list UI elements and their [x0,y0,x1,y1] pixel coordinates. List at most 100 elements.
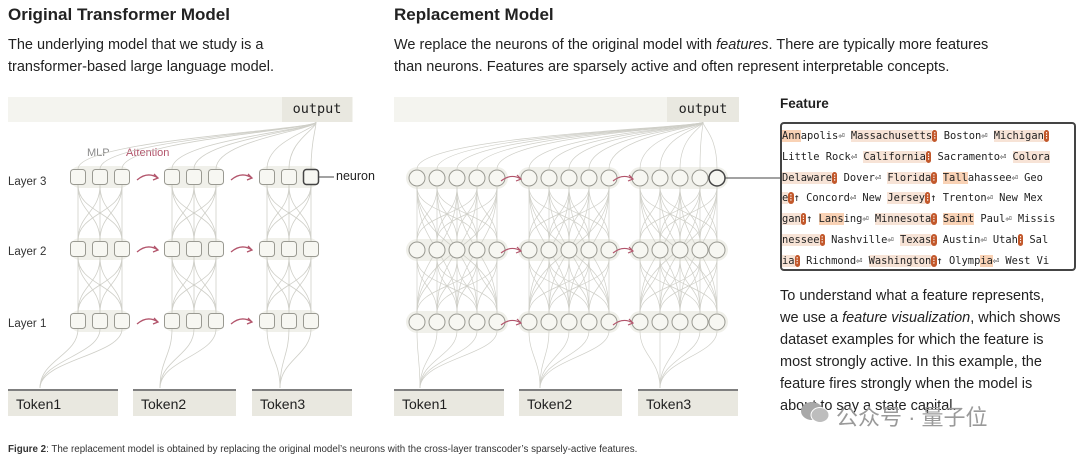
feature-node [671,313,689,331]
connection-line [548,186,610,242]
attention-arrowhead [515,246,523,254]
neuron [114,313,130,329]
neuron [259,169,275,185]
attention-arrowhead [246,245,254,253]
neuron-label: neuron [336,169,375,183]
connection-line [588,186,610,242]
activation-marker: ⁝ [800,213,807,226]
token-text: Massachusetts [850,130,933,142]
feature-example-row: ia⁝ Richmond⏎ Washington⁝↑ Olympia⏎ West… [782,251,1074,269]
connection-line [539,330,590,389]
feature-node [600,241,618,259]
connection-line [528,186,590,242]
neuron [92,169,108,185]
connection-line [266,256,312,314]
token-text: Ann [782,130,801,142]
token-text: Little Rock⏎ [782,150,864,163]
neuron [164,241,180,257]
neuron [164,169,180,185]
activation-marker: ⁝ [931,213,937,226]
feature-visualization-panel: Annapolis⏎ Massachusetts⁝ Boston⏎ Michig… [780,122,1076,271]
feature-node [428,169,446,187]
activation-marker: ⁝ [932,130,938,142]
right-network-diagram [406,121,781,389]
token-text: Boston⏎ [937,130,994,142]
token-text: Richmond⏎ [799,254,869,267]
left-layer3-label: Layer 3 [8,176,47,188]
left-network-lines [39,121,334,389]
connection-line [288,121,317,170]
feature-example-row: nessee⁝ Nashville⏎ Texas⁝ Austin⏎ Utah⁝ … [782,230,1074,251]
connection-line [99,184,123,242]
feature-node [691,241,709,259]
token-text: e [782,192,789,205]
token-text: Paul⏎ Missis [974,213,1056,226]
right-token3: Token3 [638,389,738,416]
activation-marker: ⁝ [1017,233,1024,246]
token-text: Austin⏎ Utah [936,233,1018,246]
feature-node [408,169,426,187]
token-text: gan [782,213,801,226]
feature-node [580,313,598,331]
token-text: ↑ Trenton⏎ New Mex [930,192,1043,205]
connection-line [659,330,701,389]
activation-marker: ⁝ [819,233,825,246]
connection-line [159,328,195,389]
connection-line [39,328,123,389]
feature-node [448,169,466,187]
right-desc-post: . There are typically more features [768,37,989,53]
connection-line [659,330,681,389]
connection-line [476,258,498,314]
activation-marker: ⁝ [924,192,931,205]
connection-line [159,328,173,389]
connection-line [171,256,195,314]
feature-node [580,169,598,187]
token-text: nessee [782,233,820,246]
token-text: ↑ Olymp [936,254,981,267]
feature-node [428,241,446,259]
neuron [281,313,297,329]
feature-node [540,313,558,331]
feature-example-row: Annapolis⏎ Massachusetts⁝ Boston⏎ Michig… [782,126,1074,147]
feature-node [651,241,669,259]
right-network-lines [406,121,781,389]
token-text: Florida [887,171,932,184]
feature-example-row: Delaware⁝ Dover⏎ Florida⁝ Tallahassee⏎ G… [782,168,1074,189]
feature-node [488,313,506,331]
left-output-box: output [282,97,352,122]
left-desc-line1: The underlying model that we study is a [8,37,264,53]
left-description: The underlying model that we study is a … [8,34,274,78]
feature-visualization-emphasis: feature visualization [842,310,971,326]
connection-line [659,186,718,242]
token-text: Tall [942,171,968,184]
connection-line [528,258,550,314]
feature-node [488,241,506,259]
token-text: Dover⏎ [837,171,888,184]
connection-line [548,258,610,314]
attention-arrowhead [627,318,635,326]
feature-node [600,169,618,187]
feature-node [651,169,669,187]
activation-marker: ⁝ [925,150,932,163]
connection-line [416,186,478,242]
attention-arrowhead [246,317,254,325]
attention-arrowhead [515,318,523,326]
connection-line [159,328,217,389]
attention-arrowhead [152,173,160,181]
feature-node [428,313,446,331]
neuron [186,169,202,185]
expl-line2-pre: we use a [780,310,843,326]
connection-line [77,184,123,242]
feature-node [560,313,578,331]
connection-line [436,186,498,242]
neuron [259,313,275,329]
feature-node [708,313,726,331]
connection-line [659,121,704,170]
connection-line [528,121,704,170]
left-token3: Token3 [252,389,352,416]
connection-line [39,328,101,389]
attention-arrowhead [627,174,635,182]
feature-node [708,169,726,187]
token-text: ing⏎ [843,213,875,226]
neuron [92,313,108,329]
